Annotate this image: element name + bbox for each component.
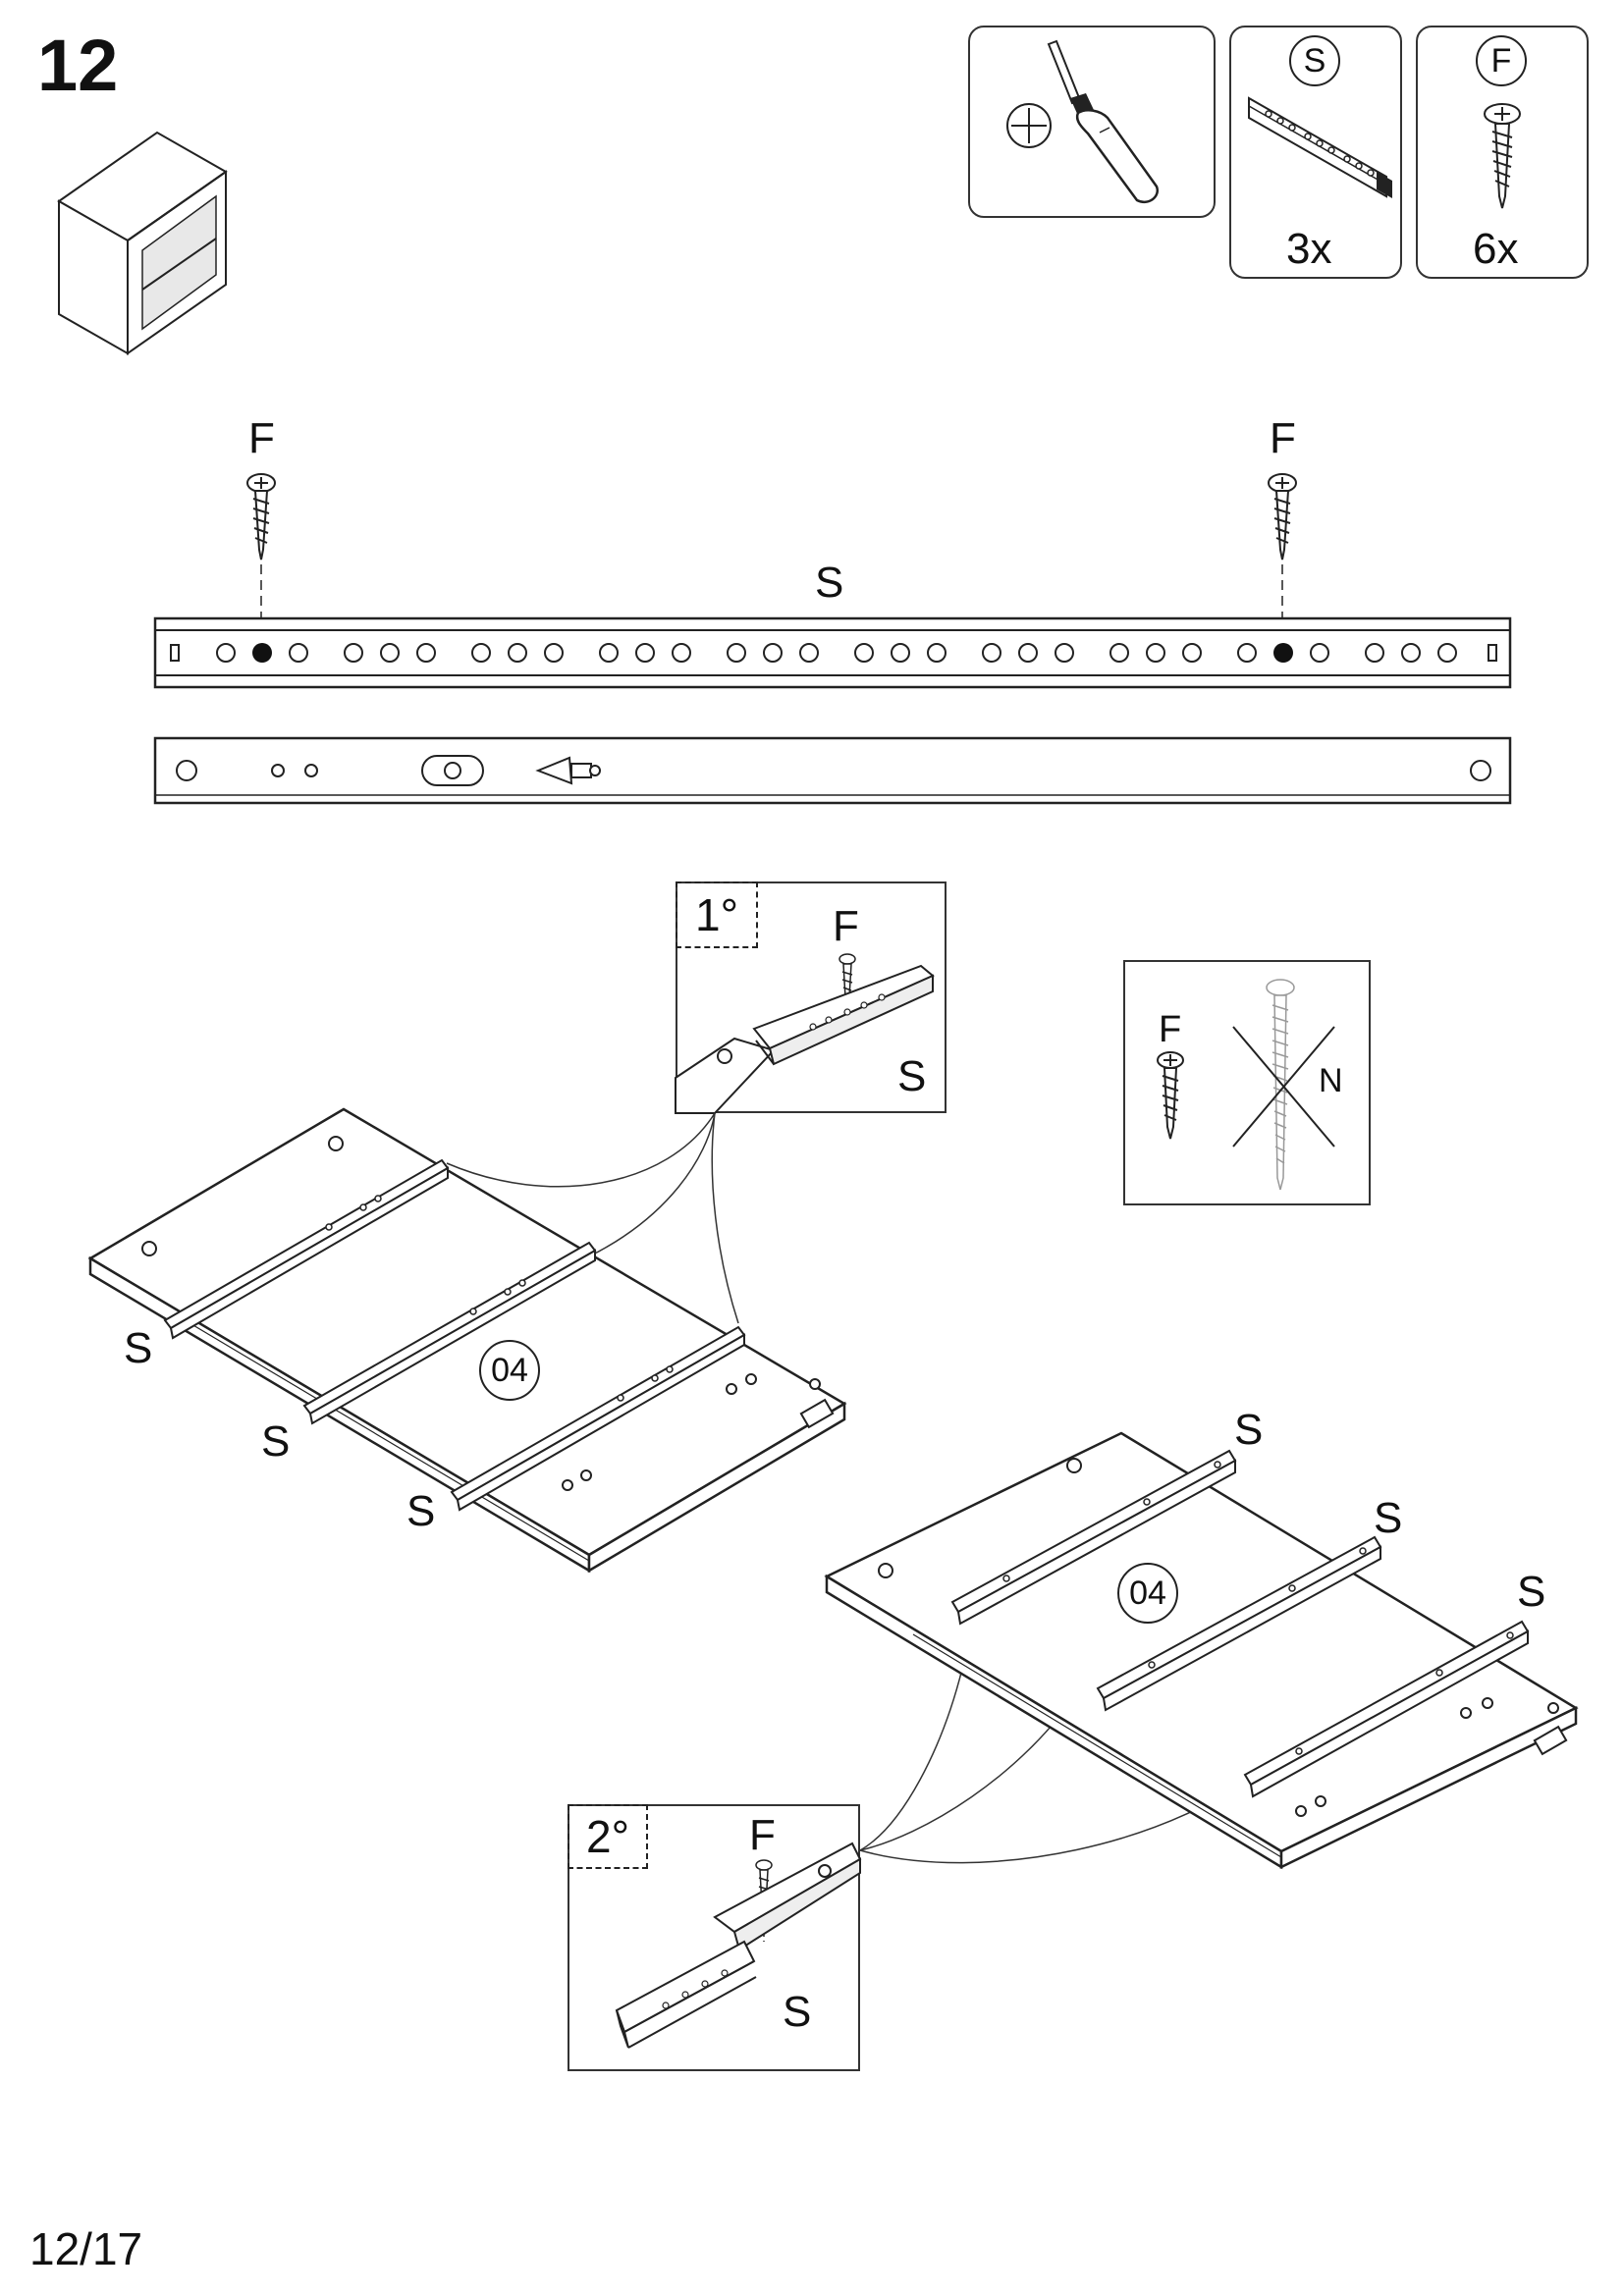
screw-icon [1157,1051,1184,1140]
warning-correct-label: F [1159,1009,1182,1050]
screw-icon [1484,103,1521,209]
panel-right-rail-label-3: S [1517,1568,1546,1616]
panel-left-part-badge: 04 [479,1340,540,1401]
panel-right-rail-label-2: S [1374,1494,1403,1542]
inset-2-step-tag: 2° [568,1804,648,1869]
inset-1-screw-label: F [833,902,859,950]
panel-left-rail-label-2: S [261,1417,291,1466]
inset-2-rail-label: S [783,1988,812,2036]
screw-icon [1268,473,1297,561]
panel-left-rail-label-1: S [124,1324,153,1372]
inset-step-2 [568,1804,860,2071]
slide-rail-icon [1248,96,1392,198]
panel-left-rail-label-3: S [406,1487,436,1535]
panel-right-rail-label-1: S [1234,1406,1264,1454]
inset-1-step-tag: 1° [676,881,758,948]
part-s-badge: S [1289,35,1340,86]
screw-icon [246,473,276,561]
page-number: 12/17 [29,2223,143,2274]
inset-2-drawing [615,1842,862,2049]
detail-rail-drawing [153,473,1512,805]
detail-rail-label: S [815,559,844,607]
phillips-screwdriver-icon [1006,39,1160,203]
detail-screw-label-left: F [248,414,275,462]
inset-2-screw-label: F [749,1811,776,1859]
inset-1-rail-label: S [897,1052,927,1100]
detail-screw-label-right: F [1270,414,1296,462]
warning-drawing [1157,979,1335,1191]
step-number: 12 [37,25,119,106]
warning-wrong-label: N [1319,1062,1343,1099]
part-f-badge: F [1476,35,1527,86]
part-s-quantity: 3x [1286,225,1332,273]
long-screw-icon [1266,979,1295,1191]
panel-right-part-badge: 04 [1117,1563,1178,1624]
part-f-quantity: 6x [1473,225,1519,273]
inset-1-drawing [675,953,935,1114]
cabinet-thumbnail-icon [57,131,228,355]
